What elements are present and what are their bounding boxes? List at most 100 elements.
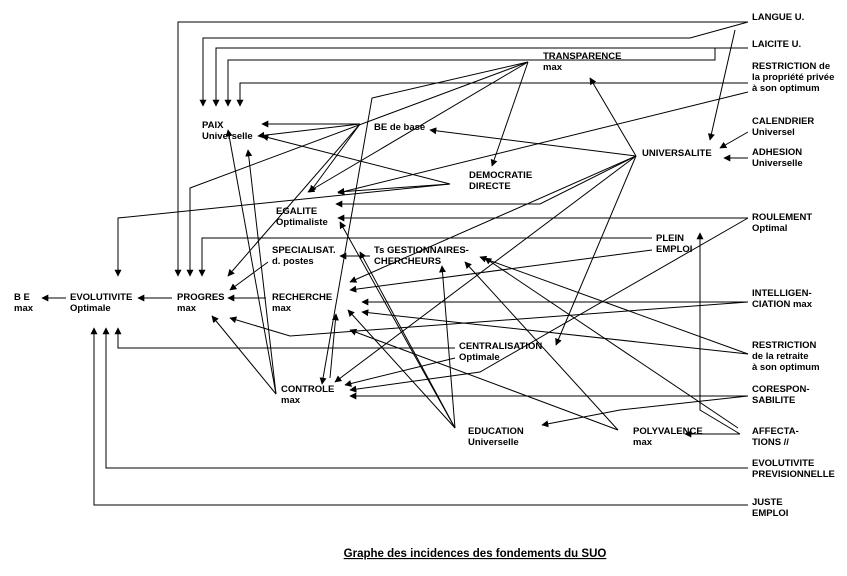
incidence-arrow [225,129,277,395]
incidence-arrow [174,21,748,277]
incidence-arrow [707,29,736,141]
incidence-arrow [589,77,637,157]
incidence-arrow [339,221,456,429]
node-evolutivite-prev-line: PREVISIONNELLE [752,469,835,480]
node-affectations-line: AFFECTA- [752,426,799,437]
node-specialisat-line: d. postes [272,256,314,267]
node-affectations: AFFECTA-TIONS // [752,426,799,448]
node-calendrier-line: Universel [752,127,795,138]
incidence-arrow [319,61,529,385]
node-restriction-retraite-line: à son optimum [752,362,820,373]
node-egalite-line: Optimaliste [276,217,328,228]
incidence-arrow [257,123,361,139]
node-restriction-retraite-line: RESTRICTION [752,340,817,351]
node-juste-emploi-line: JUSTE [752,497,783,508]
incidence-arrow [114,327,455,349]
node-transparence-line: TRANSPARENCE [543,51,621,62]
incidence-arrow [245,149,277,395]
incidence-arrow [334,155,637,383]
incidence-arrow [307,61,529,193]
incidence-arrow [429,127,637,157]
node-langue-line: LANGUE U. [752,12,804,23]
node-transparence-line: max [543,62,563,73]
node-democratie-line: DIRECTE [469,181,511,192]
node-roulement-line: Optimal [752,223,787,234]
incidence-arrow [212,47,748,107]
incidence-arrow [541,395,749,428]
node-intelligenciation-line: CIATION max [752,299,813,310]
node-paix-line: Universelle [202,131,253,142]
node-progres-line: PROGRES [177,292,225,303]
node-corresponsabilite-line: SABILITE [752,395,795,406]
incidence-arrow [337,183,451,196]
node-corresponsabilite: CORESPON-SABILITE [752,384,810,406]
incidence-arrow [719,131,749,149]
node-laicite: LAICITE U. [752,39,801,50]
node-be-base: BE de base [374,122,425,133]
incidence-arrow [490,61,529,167]
incidence-arrow [349,328,619,431]
node-intelligenciation: INTELLIGEN-CIATION max [752,288,813,310]
node-plein-emploi-line: EMPLOI [656,244,692,255]
node-restriction-propriete-line: RESTRICTION de [752,61,830,72]
node-evolutivite-line: Optimale [70,303,111,314]
node-polyvalence-line: max [633,437,653,448]
node-paix-line: PAIX [202,120,224,131]
incidence-arrow [696,232,741,435]
incidence-arrow [349,249,653,293]
node-controle-line: max [281,395,301,406]
node-egalite-line: EGALITE [276,206,317,217]
node-affectations-line: TIONS // [752,437,789,448]
graph-caption: Graphe des incidences des fondements du … [344,548,607,560]
incidence-arrow [102,327,748,469]
node-universalite: UNIVERSALITE [642,148,712,159]
node-universalite-line: UNIVERSALITE [642,148,712,159]
incidence-arrow [479,255,749,355]
incidence-arrow [464,261,619,431]
incidence-arrow [114,183,451,277]
node-evolutivite-prev-line: EVOLUTIVITE [752,458,814,469]
node-polyvalence-line: POLYVALENCE [633,426,703,437]
node-calendrier-line: CALENDRIER [752,116,814,127]
incidence-arrow [211,315,277,395]
incidence-arrow [186,61,529,277]
incidence-arrow [359,251,456,429]
node-langue: LANGUE U. [752,12,804,23]
node-centralisation-line: Optimale [459,352,500,363]
incidence-arrow [347,309,456,429]
node-specialisat-line: SPECIALISAT. [272,245,336,256]
node-gestionnaires-line: Ts GESTIONNAIRES- [374,245,469,256]
edge-layer [41,21,749,506]
incidence-arrow [335,155,637,208]
node-intelligenciation-line: INTELLIGEN- [752,288,812,299]
node-restriction-propriete-line: la propriété privée [752,72,834,83]
node-laicite-line: LAICITE U. [752,39,801,50]
node-adhesion-line: Universelle [752,158,803,169]
node-democratie-line: DEMOCRATIE [469,170,532,181]
incidence-arrow [236,82,748,107]
incidence-arrow [229,301,749,337]
incidence-arrow [199,21,749,107]
incidence-arrow [484,257,739,429]
node-be-line: B E [14,292,30,303]
node-be-base-line: BE de base [374,122,425,133]
node-recherche-line: RECHERCHE [272,292,332,303]
node-corresponsabilite-line: CORESPON- [752,384,810,395]
